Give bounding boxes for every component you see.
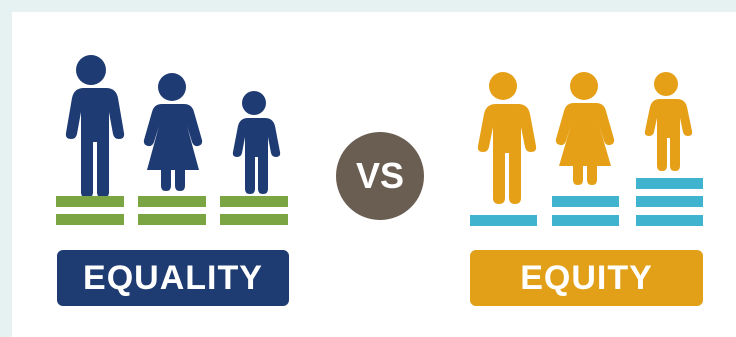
child-icon xyxy=(644,72,693,171)
man-icon xyxy=(65,55,125,198)
equity-steps xyxy=(470,178,703,226)
step-block xyxy=(470,215,537,226)
equality-label: EQUALITY xyxy=(57,250,289,306)
woman-icon xyxy=(555,72,615,185)
step-block xyxy=(56,214,124,225)
equity-label: EQUITY xyxy=(470,250,703,306)
step-block xyxy=(220,214,288,225)
equality-figures xyxy=(65,55,281,198)
step-block xyxy=(56,196,124,207)
step-block xyxy=(552,215,619,226)
step-block xyxy=(636,178,703,189)
vs-badge: VS xyxy=(336,132,424,220)
step-block xyxy=(220,196,288,207)
step-block xyxy=(552,196,619,207)
step-block xyxy=(636,215,703,226)
equity-figures xyxy=(477,72,693,204)
step-block xyxy=(138,214,206,225)
child-icon xyxy=(232,91,281,194)
man-icon xyxy=(477,72,537,204)
step-block xyxy=(138,196,206,207)
step-block xyxy=(636,196,703,207)
woman-icon xyxy=(143,73,203,191)
equality-steps xyxy=(56,196,288,225)
